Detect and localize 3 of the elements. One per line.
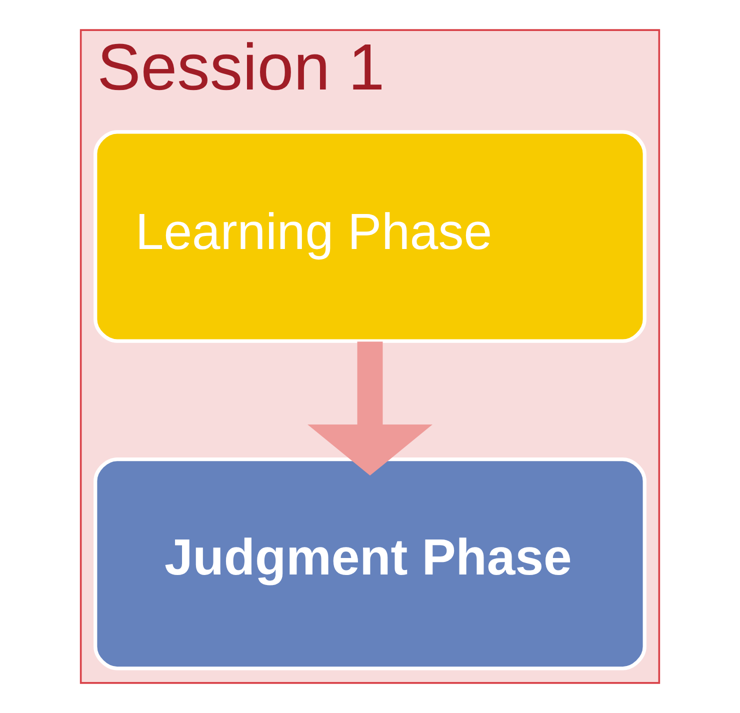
node-box: Judgment Phase: [94, 457, 646, 670]
node-box: Learning Phase: [94, 130, 646, 343]
arrow: [308, 342, 432, 476]
